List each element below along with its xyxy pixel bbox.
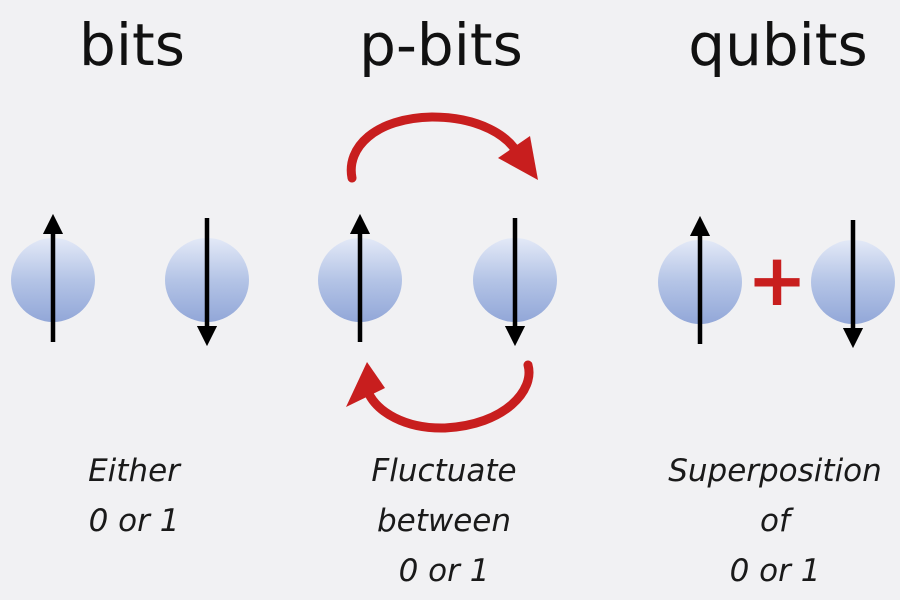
qubits-spin-up <box>658 215 742 344</box>
arrowhead-icon <box>346 362 385 407</box>
fluctuation-arrow-top <box>346 112 538 183</box>
bits-caption: Either 0 or 1 <box>0 446 274 546</box>
caption-line: 0 or 1 <box>398 553 490 589</box>
caption-line: of <box>760 503 790 539</box>
caption-line: Superposition <box>668 453 882 489</box>
p-bits-spin-up <box>318 213 402 342</box>
p-bits-spin-down <box>473 218 557 347</box>
bits-spin-up <box>11 213 95 342</box>
caption-line: between <box>376 503 512 539</box>
bits-spin-down <box>165 218 249 347</box>
bits-title: bits <box>79 11 185 79</box>
caption-line: Either <box>88 453 180 489</box>
curved-arrow-icon <box>363 360 534 433</box>
qubits-title: qubits <box>688 11 868 79</box>
qubits-spin-down <box>811 220 895 349</box>
p-bits-caption: Fluctuate between 0 or 1 <box>304 446 584 596</box>
fluctuation-arrow-bottom <box>346 360 534 433</box>
p-bits-title: p-bits <box>359 11 523 79</box>
caption-line: 0 or 1 <box>729 553 821 589</box>
curved-arrow-icon <box>346 112 525 183</box>
qubits-caption: Superposition of 0 or 1 <box>635 446 900 596</box>
caption-line: 0 or 1 <box>88 503 180 539</box>
plus-sign: + <box>747 238 807 322</box>
arrowhead-icon <box>498 136 538 180</box>
caption-line: Fluctuate <box>371 453 517 489</box>
